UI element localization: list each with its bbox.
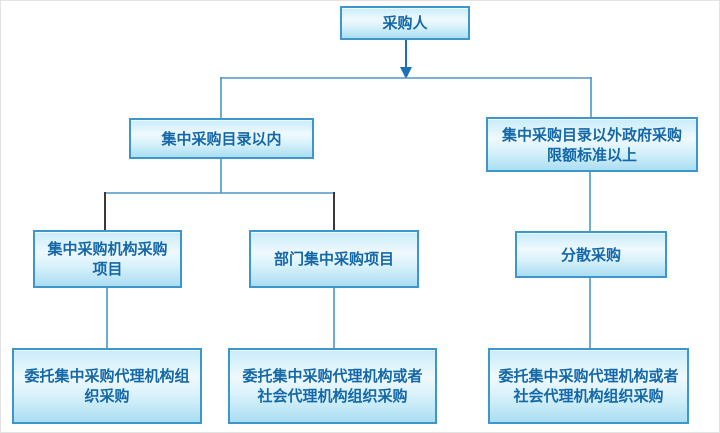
node-entrust-central-or-social-mid: 委托集中采购代理机构或者 社会代理机构组织采购 (228, 348, 437, 424)
node-purchaser-label: 采购人 (382, 14, 428, 32)
node-central-agency-project-label-line1: 集中采购机构采购 (47, 240, 168, 258)
node-purchaser: 采购人 (340, 6, 470, 40)
arrowhead-down-icon (400, 67, 412, 79)
node-decentralized-label: 分散采购 (560, 245, 621, 264)
node-entrust-central-or-social-mid-label-line1: 委托集中采购代理机构或者 (242, 367, 423, 385)
node-within-catalog-label: 集中采购目录以内 (161, 129, 282, 148)
node-decentralized: 分散采购 (515, 231, 667, 278)
node-outside-catalog-label-line1: 集中采购目录以外政府采购 (501, 125, 682, 144)
node-entrust-central-agency-label-line1: 委托集中采购代理机构组 (24, 367, 190, 385)
node-central-agency-project-label-line2: 项目 (92, 260, 123, 278)
node-department-project-label: 部门集中采购项目 (273, 250, 394, 268)
node-entrust-central-or-social-right-label-line1: 委托集中采购代理机构或者 (498, 367, 679, 385)
node-entrust-central-or-social-mid-label-line2: 社会代理机构组织采购 (257, 387, 408, 405)
node-entrust-central-or-social-right: 委托集中采购代理机构或者 社会代理机构组织采购 (488, 348, 689, 424)
node-entrust-central-or-social-right-label-line2: 社会代理机构组织采购 (513, 387, 664, 405)
node-department-project: 部门集中采购项目 (249, 230, 419, 288)
node-within-catalog: 集中采购目录以内 (129, 118, 314, 159)
node-entrust-central-agency: 委托集中采购代理机构组 织采购 (12, 348, 202, 424)
node-central-agency-project: 集中采购机构采购 项目 (33, 230, 182, 288)
node-outside-catalog: 集中采购目录以外政府采购 限额标准以上 (486, 117, 698, 172)
node-entrust-central-agency-label-line2: 织采购 (84, 387, 130, 405)
node-outside-catalog-label-line2: 限额标准以上 (546, 145, 637, 164)
